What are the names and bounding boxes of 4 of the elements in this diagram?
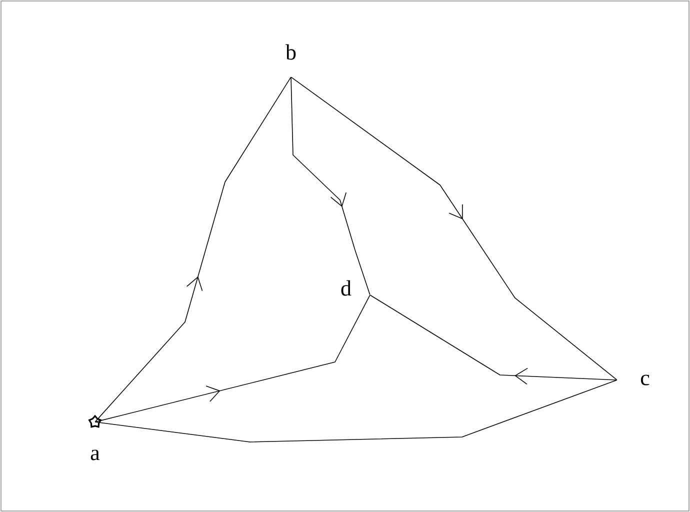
vertex-label: b (286, 44, 296, 60)
vertex-label: c (640, 374, 650, 386)
vertex-label: a (90, 450, 100, 460)
vertex-label: d (341, 280, 352, 296)
